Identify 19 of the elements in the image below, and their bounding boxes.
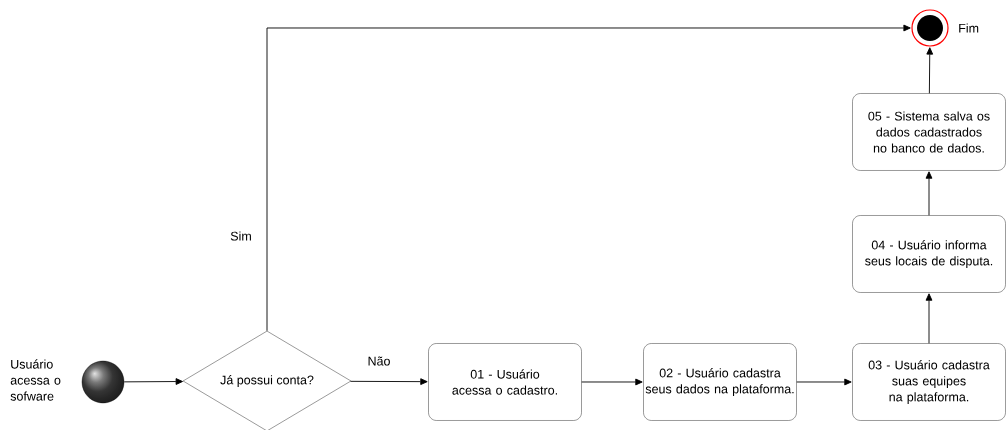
process-box: 04 - Usuário informa seus locais de disputa. — [852, 215, 1006, 293]
edge-label: Não — [366, 355, 392, 367]
arrow — [266, 24, 911, 332]
process-box: 03 - Usuário cadastra suas equipes na plataforma. — [852, 343, 1006, 421]
node-caption: Usuário acessa o sofware — [10, 359, 61, 401]
arrow — [925, 293, 933, 344]
arrow — [581, 378, 643, 386]
process-box: 01 - Usuário acessa o cadastro. — [428, 343, 582, 421]
arrow — [926, 47, 934, 94]
arrow — [925, 171, 933, 216]
arrow — [796, 378, 852, 386]
edge-label: Sim — [229, 230, 253, 242]
end-circle — [911, 9, 949, 47]
arrow — [350, 378, 428, 385]
arrow — [123, 378, 183, 385]
start-circle — [81, 360, 125, 404]
node-caption: Fim — [959, 23, 979, 33]
process-box: 05 - Sistema salva os dados cadastrados no banco de dados. — [852, 93, 1006, 171]
process-box: 02 - Usuário cadastra seus dados na plataforma. — [643, 343, 797, 421]
